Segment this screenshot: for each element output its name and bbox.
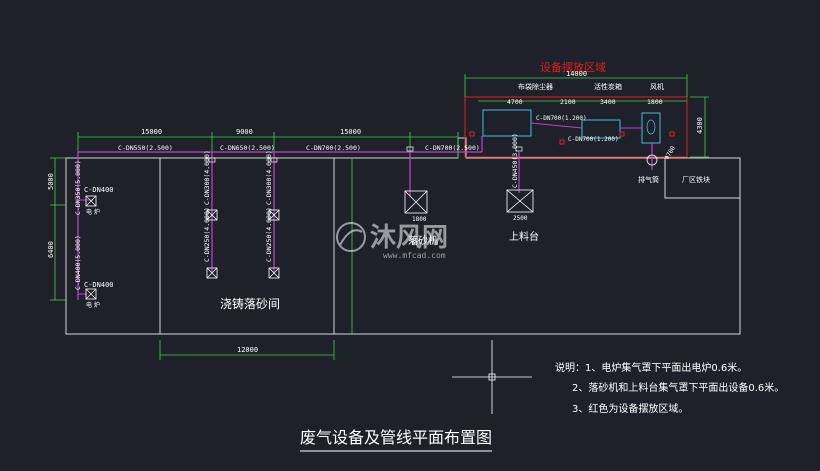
bottom-dim: 12000 — [237, 346, 258, 354]
pour-hoods — [206, 209, 280, 279]
watermark-url: www.mfcad.com — [383, 251, 446, 260]
loader-pipe: C-DN450(3.000) — [511, 133, 519, 188]
note-2: 2、落砂机和上料台集气罩下平面出设备0.6米。 — [572, 381, 784, 394]
watermark: 沐风网 www.mfcad.com — [336, 222, 448, 260]
bottom-dimension — [159, 340, 335, 360]
mid-pipe-1: C-DN300(4.000) — [203, 150, 211, 205]
left-pipe-upper: C-DN350(5.000) — [74, 160, 82, 215]
note-1: 说明：1、电炉集气罩下平面出电炉0.6米。 — [555, 361, 747, 374]
stack-dim: Φ700 — [664, 145, 677, 161]
room-label: 浇铸落砂间 — [220, 296, 280, 311]
top-dim-3: 15000 — [340, 128, 361, 136]
crosshair-cursor — [452, 340, 532, 414]
watermark-text: 沐风网 — [370, 223, 448, 253]
mid-pipe-3: C-DN250(4.000) — [203, 207, 211, 262]
exhaust-stack — [646, 154, 658, 166]
carbon-box — [581, 119, 621, 139]
zone-pipe-a: C-DN700(1.200) — [536, 115, 587, 122]
main-pipe-3: C-DN700(2.500) — [306, 144, 361, 152]
furnace1-label: 电 炉 — [86, 208, 100, 216]
main-pipe-1: C-DN550(2.500) — [118, 144, 173, 152]
dim-4700: 4700 — [507, 98, 523, 106]
valve-symbols — [208, 146, 523, 163]
shakeout-label: 落砂机 — [408, 234, 438, 247]
hood1-label: C-DN400 — [84, 186, 114, 194]
zone-pipe-b: C-DN700(1.200) — [568, 136, 619, 143]
dim-2100: 2100 — [560, 98, 576, 106]
fan-box — [641, 112, 661, 144]
zone-col1-label: 布袋除尘器 — [518, 82, 553, 91]
mid-pipe-4: C-DN250(4.000) — [265, 207, 273, 262]
left-dim-2: 6400 — [47, 241, 55, 258]
fan-motor — [646, 119, 656, 135]
equipment-zone: 设备摆放区域 14000 布袋除尘器 活性炭箱 风机 4700 2100 340… — [464, 60, 709, 158]
dim-3400: 3400 — [600, 98, 616, 106]
left-pipe-lower: C-DN400(5.000) — [74, 235, 82, 290]
left-dimensions — [50, 157, 66, 301]
stack-label: 排气筒 — [638, 175, 659, 184]
note-3: 3、红色为设备摆放区域。 — [572, 402, 688, 415]
furnace-hood-1 — [78, 195, 97, 207]
baghouse-filter — [482, 109, 532, 137]
hood2-label: C-DN400 — [84, 281, 114, 289]
left-dim-1: 5000 — [47, 173, 55, 190]
zone-col3-label: 风机 — [650, 82, 664, 91]
furnace-hood-2 — [78, 288, 97, 300]
main-pipe-4: C-DN700(2.500) — [425, 144, 480, 152]
loader-label: 上料台 — [509, 230, 539, 243]
furnace2-label: 电 炉 — [86, 301, 100, 309]
loader-hood — [506, 189, 534, 213]
main-pipe-2: C-DN650(2.500) — [220, 144, 275, 152]
equipment-zone-label: 设备摆放区域 — [540, 60, 606, 74]
zone-col2-label: 活性炭箱 — [594, 82, 622, 91]
loader-dim: 2500 — [513, 215, 528, 222]
zone-height-dim: 4300 — [696, 117, 704, 134]
top-dim-2: 9000 — [236, 128, 253, 136]
zone-width-dim: 14000 — [566, 70, 587, 78]
drawing-title: 废气设备及管线平面布置图 — [300, 428, 492, 447]
workshop-box — [664, 157, 741, 199]
dim-1800: 1800 — [647, 98, 663, 106]
shakeout-hood — [404, 190, 428, 214]
shakeout-dim: 1800 — [412, 216, 427, 223]
mid-pipe-2: C-DN300(4.000) — [265, 150, 273, 205]
main-duct — [77, 136, 653, 300]
top-dim-1: 15000 — [141, 128, 162, 136]
workshop-label: 厂区铁块 — [682, 175, 710, 184]
equipment-zone-outline — [464, 96, 688, 158]
